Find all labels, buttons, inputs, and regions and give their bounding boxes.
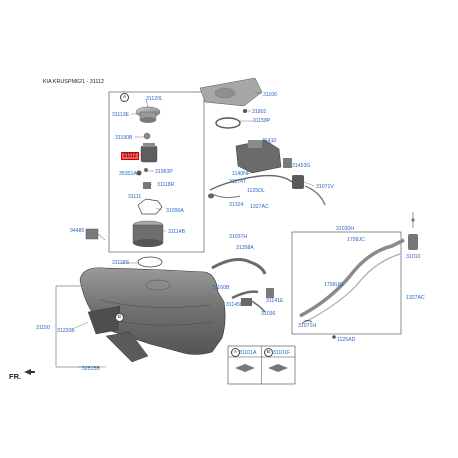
bolt-1125AD [332,335,336,339]
protector-32515B [105,331,149,363]
front-indicator: FR. [9,372,22,381]
part-label-31453g[interactable]: 31453G [292,163,311,169]
part-label-31174t[interactable]: 31174T [229,179,247,185]
fuel-pump-top [143,143,155,147]
part-label-31145d[interactable]: 31145D [226,302,244,308]
protector-31220B [87,305,121,335]
part-label-31160b[interactable]: 31160B [212,285,230,291]
part-label-31112[interactable]: 31112 [121,152,139,160]
part-label-31802[interactable]: 31802 [252,109,267,115]
part-label-31101f[interactable]: 31101F [273,350,291,356]
vent-hose [209,174,293,191]
tank-pump-port [145,279,171,291]
part-label-1799jc[interactable]: 1799JC [347,237,365,243]
clamp-31071H [301,320,313,325]
part-label-31158p[interactable]: 31158P [253,118,271,124]
part-35301A [136,170,142,176]
vent-line-31324 [211,193,241,199]
part-label-1140nf[interactable]: 1140NF [232,171,251,177]
part-31145D [241,298,252,306]
fuel-cap-31010 [408,234,418,250]
part-label-31963p[interactable]: 31963P [155,169,173,175]
hose-31036 [249,299,266,313]
pump-cap-lower [140,117,156,123]
callout-b-legend[interactable]: B [264,348,273,357]
canister-bracket [283,158,292,168]
part-label-31410[interactable]: 31410 [262,138,277,144]
part-label-31101a[interactable]: 31101A [239,350,257,356]
sensor-94480 [85,228,99,240]
part-label-31141e[interactable]: 31141E [266,298,284,304]
tank-rib [99,299,211,308]
filler-neck-box [291,231,402,335]
hose-31037H [211,258,267,275]
part-label-32515b[interactable]: 32515B [82,366,100,372]
part-label-31036[interactable]: 31036 [261,311,276,317]
oring-31190B [143,132,151,140]
sensor-wire [97,233,106,241]
part-label-1125ad[interactable]: 1125AD [337,337,356,343]
part-label-31150[interactable]: 31150 [36,325,51,331]
part-31963P [144,168,148,172]
part-label-31118s[interactable]: 31118S [112,260,130,266]
part-label-1327ac-a[interactable]: 1327AC [250,204,269,210]
filler-neck-31030H [299,238,405,318]
canister-31410 [235,139,282,174]
part-label-31071h[interactable]: 31071H [298,323,317,329]
part-label-31106[interactable]: 31106 [263,92,278,98]
seal-ring-31158P [215,117,241,129]
part-label-31114b[interactable]: 31114B [168,229,186,235]
fuel-pump-31112 [140,145,158,163]
callout-a[interactable]: A [120,93,129,102]
part-label-31324[interactable]: 31324 [229,202,244,208]
callout-b[interactable]: B [115,313,124,322]
filler-neck-pipe [304,253,401,323]
part-label-31090a[interactable]: 31090A [166,208,184,214]
part-label-31118r[interactable]: 31118R [157,182,175,188]
fitting-31324 [208,193,214,199]
shield-hole [214,87,236,99]
part-label-94480[interactable]: 94480 [70,228,85,234]
part-label-35301a[interactable]: 35301A [119,171,137,177]
part-label-1327ac-b[interactable]: 1327AC [406,295,425,301]
callout-a-legend[interactable]: A [231,348,240,357]
bracket-31090A [137,198,163,215]
part-label-31010[interactable]: 31010 [406,254,421,260]
front-arrow-icon [24,369,35,375]
clip-31802 [243,109,247,113]
seal-31118S [137,256,163,268]
subpart-31101A [235,364,255,372]
part-31118R [143,182,151,189]
part-label-31113e[interactable]: 31113E [112,112,130,118]
part-label-1125dl[interactable]: 1125DL [247,188,265,194]
part-label-31071v[interactable]: 31071V [316,184,334,190]
part-label-31037h[interactable]: 31037H [229,234,248,240]
canister-top [248,140,262,148]
part-label-31120l[interactable]: 31120L [146,96,163,102]
part-label-31358a[interactable]: 31358A [236,245,254,251]
part-label-31030h[interactable]: 31030H [336,226,355,232]
fuel-pump-module-box [108,91,205,253]
part-31141E [266,288,274,298]
part-label-31220b[interactable]: 31220B [57,328,75,334]
part-label-31190b[interactable]: 31190B [115,135,133,141]
part-label-1799ug[interactable]: 1799UG [324,282,344,288]
subpart-31101F [268,364,288,372]
diagram-title: KIA KRUSPM621 - 31112 [43,79,104,85]
part-label-31111[interactable]: 31111 [128,194,142,200]
pump-reservoir-bottom [133,239,163,247]
hose-31160B [231,290,259,300]
vent-hose-b [304,185,326,206]
valve-31071V [292,175,304,189]
